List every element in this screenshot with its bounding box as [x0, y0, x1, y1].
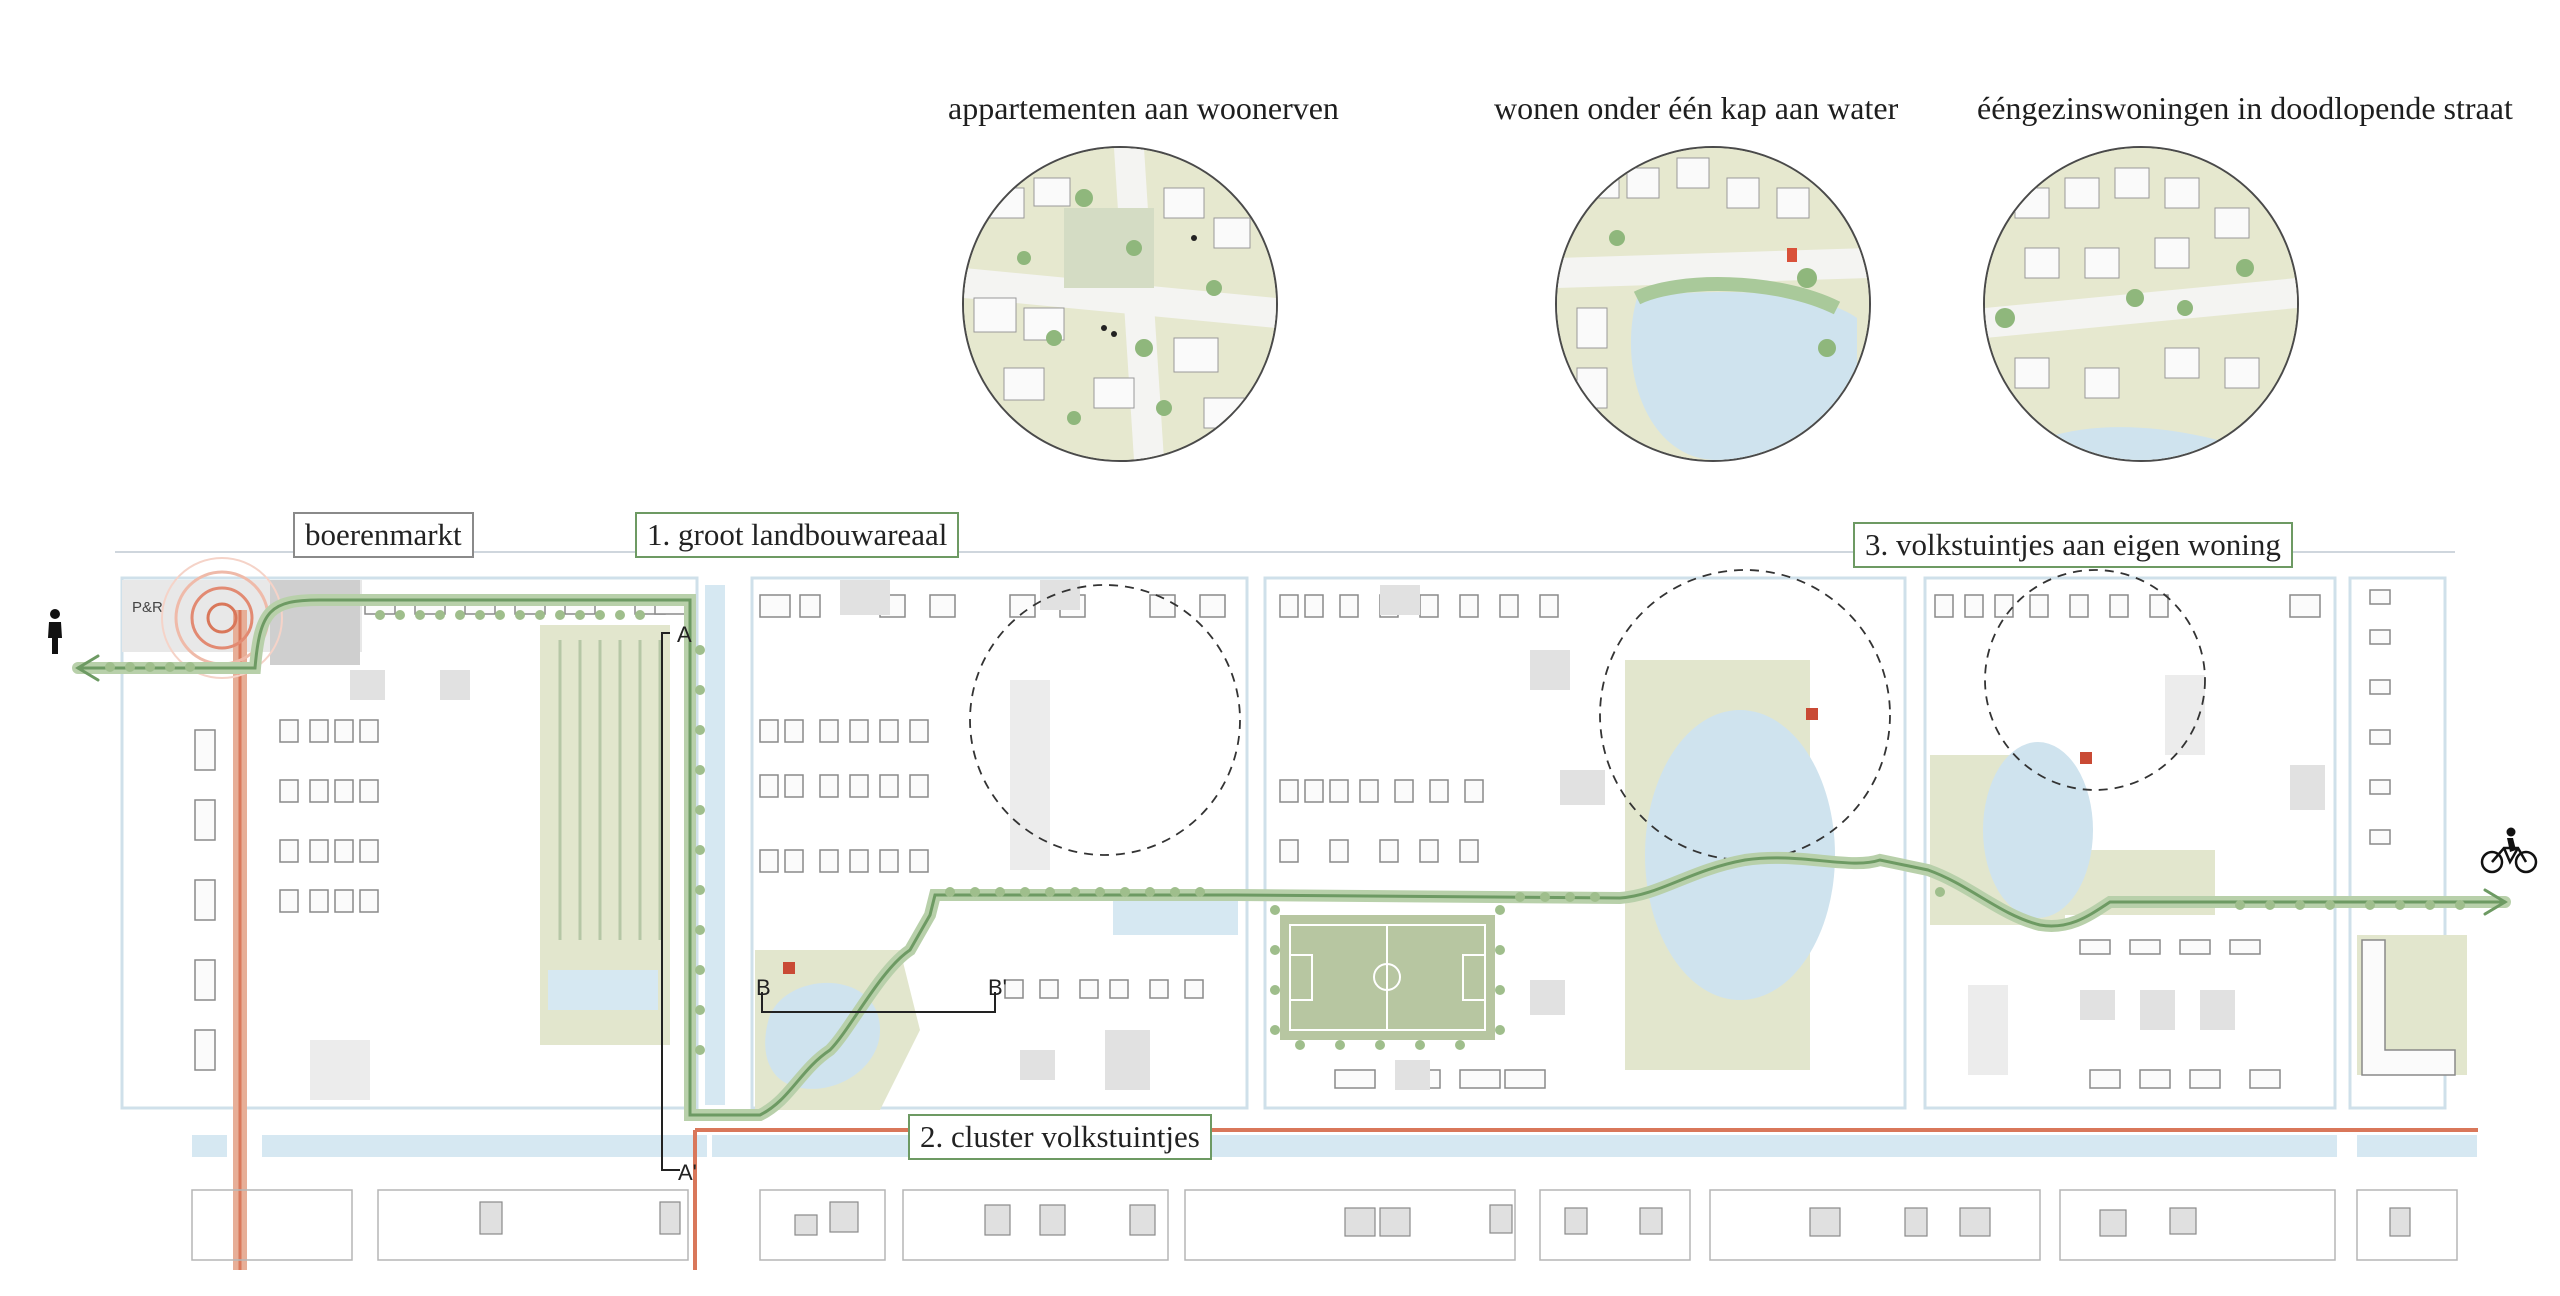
crop-rows [558, 640, 662, 940]
section-b-left-label: B [756, 975, 771, 1000]
pitch-lines [1289, 924, 1486, 1031]
vignette-woonerven [962, 146, 1278, 462]
vignette-water [1555, 146, 1871, 462]
callout-boerenmarkt: boerenmarkt [293, 512, 474, 558]
shed-icon [783, 962, 795, 974]
pond-right [1983, 742, 2093, 918]
parking-label: P&R [132, 599, 163, 616]
callout-landbouwareaal: 1. groot landbouwareaal [635, 512, 960, 558]
vignette-title-3: ééngezinswoningen in doodlopende straat [1977, 90, 2513, 126]
callout-volkstuintjes-eigen-woning: 3. volkstuintjes aan eigen woning [1853, 522, 2293, 568]
green-route [72, 594, 2511, 1121]
cyclist-icon [2480, 826, 2538, 874]
shed-icon-3 [2080, 752, 2092, 764]
vignette-title-1: appartementen aan woonerven [948, 90, 1339, 126]
bottom-parcels [191, 1189, 2458, 1261]
market-square [270, 580, 360, 665]
building-masses [350, 580, 2325, 1090]
vignette-title-2: wonen onder één kap aan water [1494, 90, 1899, 126]
section-a-top-label: A [677, 622, 692, 647]
pond-b [765, 982, 880, 1089]
shed-icon-2 [1806, 708, 1818, 720]
bottom-houses [479, 1201, 2411, 1237]
section-lines [661, 632, 996, 1171]
section-b-right-label: B' [988, 975, 1007, 1000]
tree-rows [105, 610, 2465, 1055]
section-a-bottom-label: A' [678, 1160, 697, 1185]
vignette-doodlopende-straat [1983, 146, 2299, 462]
pedestrian-icon [40, 608, 70, 656]
plazas [310, 675, 2205, 1100]
street-blocks [120, 576, 2447, 1110]
callout-cluster-volkstuintjes: 2. cluster volkstuintjes [908, 1114, 1212, 1160]
site-plan: P&R [72, 551, 2511, 1270]
